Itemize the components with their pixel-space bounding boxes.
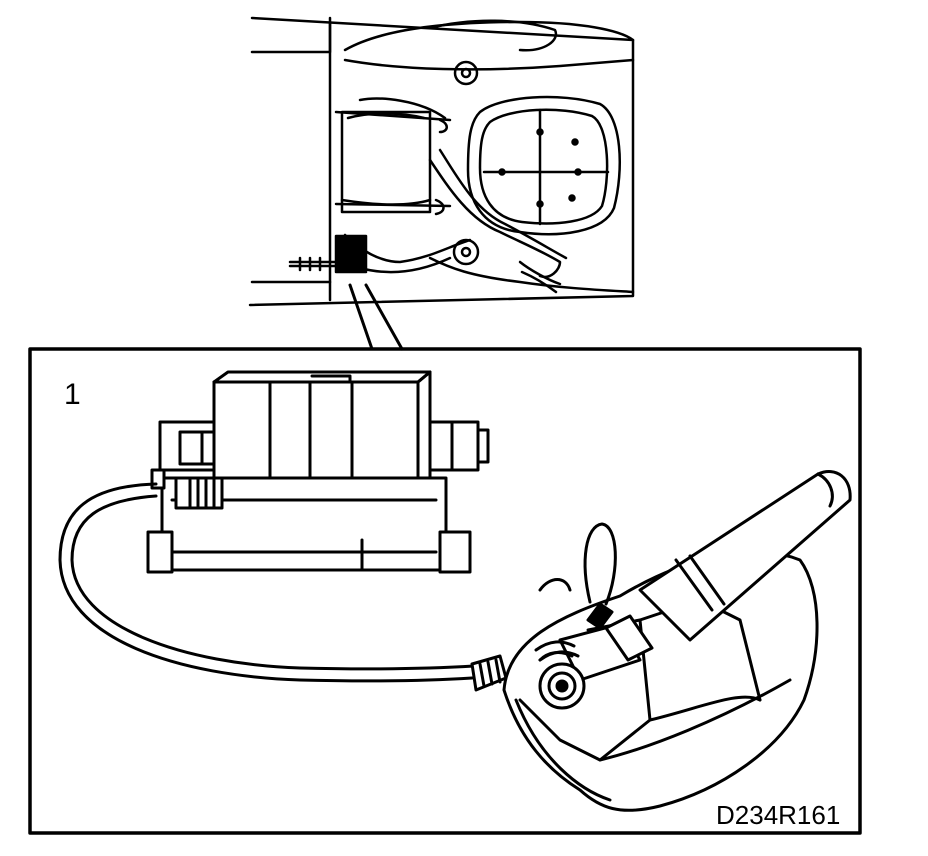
callout-number: 1 [64,378,81,411]
callout-leader [348,283,404,351]
underbody-inset [248,16,635,307]
figure-code: D234R161 [716,800,840,830]
cooler-unit [146,370,490,574]
vacuum-pump [502,470,852,812]
detail-frame [28,347,862,835]
